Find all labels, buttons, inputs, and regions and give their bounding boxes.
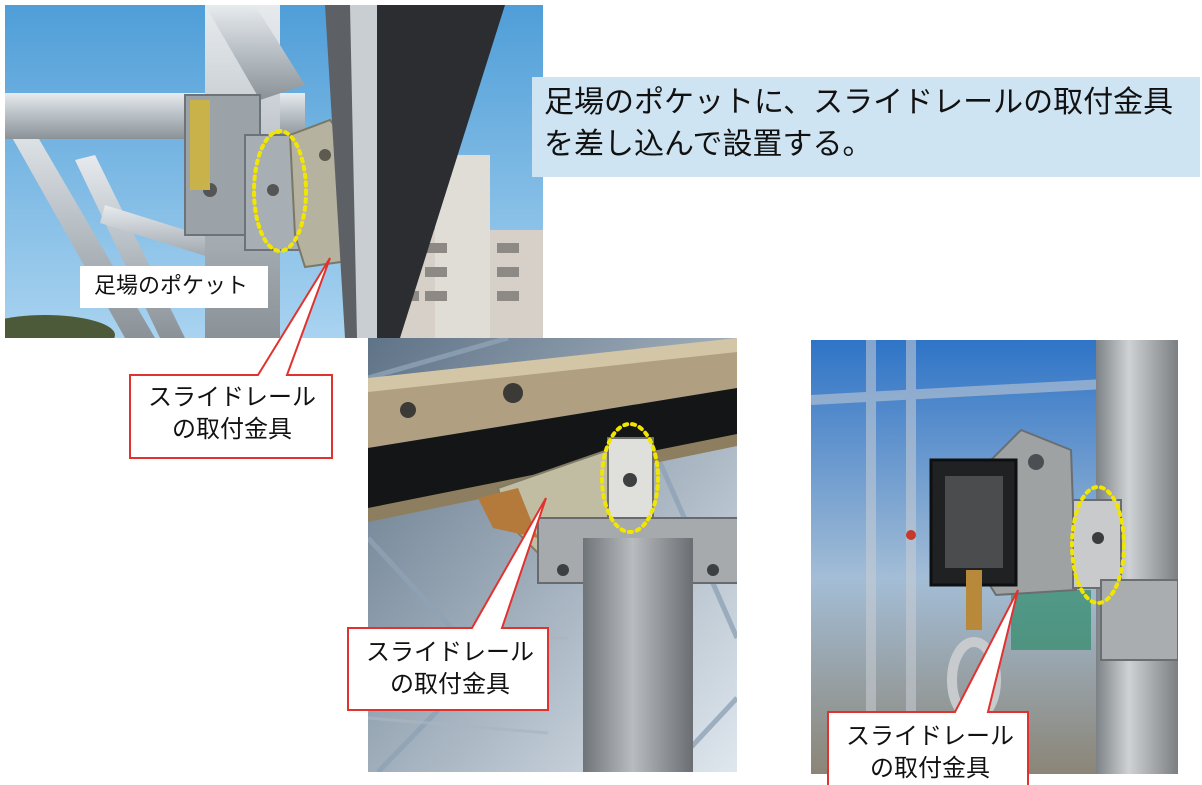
callout-1-line-2: の取付金具 xyxy=(172,415,292,443)
callout-1-line-1: スライドレール xyxy=(148,383,316,411)
rail-bracket-photo-right xyxy=(811,340,1178,774)
callout-2-line-2: の取付金具 xyxy=(390,670,510,698)
callout-2-line-1: スライドレール xyxy=(366,638,534,666)
scaffold-pocket-illustration xyxy=(5,5,543,338)
callout-text-3: スライドレール の取付金具 xyxy=(832,720,1028,784)
headline-box: 足場のポケットに、スライドレールの取付金具 を差し込んで設置する。 xyxy=(532,77,1200,177)
headline-line-1: 足場のポケットに、スライドレールの取付金具 xyxy=(544,85,1174,120)
rail-bracket-illustration-center xyxy=(368,338,737,772)
callout-text-2: スライドレール の取付金具 xyxy=(352,636,548,700)
headline-line-2: を差し込んで設置する。 xyxy=(544,127,873,162)
callout-text-1: スライドレール の取付金具 xyxy=(134,381,330,445)
scaffold-pocket-photo xyxy=(5,5,543,338)
callout-3-line-2: の取付金具 xyxy=(870,754,990,782)
scaffold-pocket-label: 足場のポケット xyxy=(80,266,268,308)
rail-bracket-photo-center xyxy=(368,338,737,772)
rail-bracket-illustration-right xyxy=(811,340,1178,774)
callout-3-line-1: スライドレール xyxy=(846,722,1014,750)
